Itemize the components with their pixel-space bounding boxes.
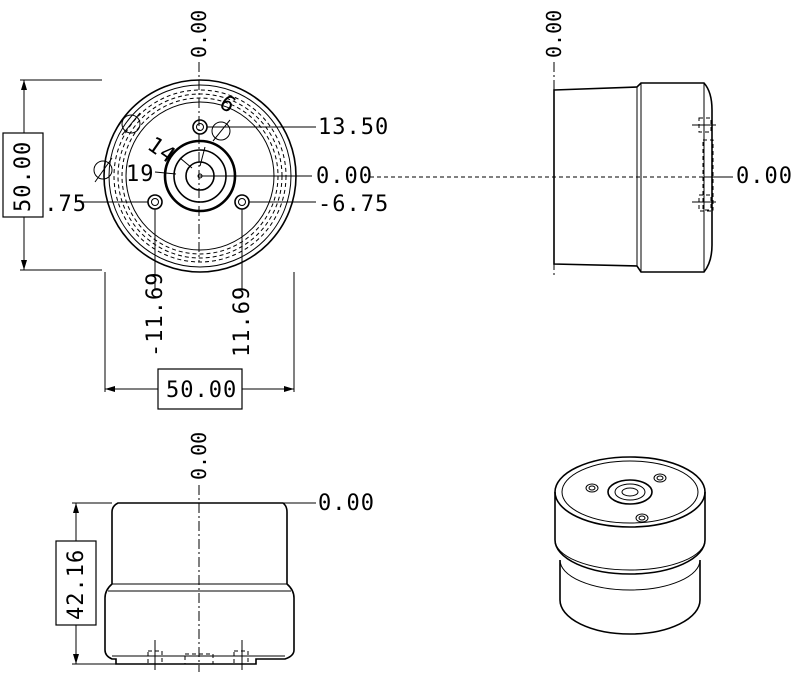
width-arrow-right xyxy=(284,386,294,392)
iso-hole-1-inner xyxy=(588,485,596,491)
diameter-19-leader xyxy=(154,171,177,175)
iso-hole-2 xyxy=(653,473,667,483)
diameter-19-label: 19 xyxy=(126,162,155,187)
ring-dashed-circle-2 xyxy=(117,93,283,259)
iso-hole-2-inner xyxy=(656,475,664,481)
diameter-symbol-19 xyxy=(93,160,113,180)
front-hidden-hub xyxy=(184,653,214,665)
height-arrow-bottom xyxy=(21,260,27,270)
diameter-symbol-6 xyxy=(211,121,231,141)
iso-hole-3 xyxy=(635,513,649,523)
top-view-vertical-center-label: 0.00 xyxy=(187,10,211,58)
iso-hole-3-inner xyxy=(638,515,646,521)
outer-ring-inner-circle xyxy=(108,84,292,268)
outer-ring-circle xyxy=(103,79,297,273)
hole-top-inner xyxy=(196,123,204,131)
isometric-view xyxy=(554,456,706,635)
hole-top xyxy=(192,119,208,135)
width-box-label: 50.00 xyxy=(166,378,237,403)
iso-lower-cylinder xyxy=(559,560,701,635)
front-height-arrow-bottom xyxy=(73,654,79,664)
front-view-body xyxy=(104,502,295,665)
height-arrow-top xyxy=(21,80,27,90)
hole-left xyxy=(147,194,163,210)
front-view: 0.00 0.00 42.16 xyxy=(55,432,375,672)
iso-hub-outer xyxy=(607,479,653,505)
side-view-vertical-center-label: 0.00 xyxy=(542,10,566,58)
iso-upper-rim xyxy=(554,539,706,571)
front-height-box xyxy=(55,540,97,626)
front-height-box-label: 42.16 xyxy=(64,549,89,620)
iso-upper-cylinder-sides xyxy=(554,492,706,575)
diameter-symbol-6-slash xyxy=(212,119,231,142)
iso-top-face-inner xyxy=(561,460,699,524)
hole-left-x-label: -11.69 xyxy=(143,272,168,357)
diameter-symbol-outer-slash xyxy=(121,112,141,136)
hole-right-label: -6.75 xyxy=(318,192,389,217)
diameter-symbol-outer xyxy=(121,114,141,134)
iso-hole-1 xyxy=(585,483,599,493)
diameter-small-label: 6 xyxy=(215,90,241,119)
front-view-vertical-center-label: 0.00 xyxy=(187,432,211,480)
hole-right xyxy=(234,194,250,210)
face-circle xyxy=(125,101,275,251)
hole-left-inner xyxy=(151,198,159,206)
hub-outer-circle xyxy=(163,139,237,213)
hub-middle-circle xyxy=(173,149,227,203)
hub-radius-leader xyxy=(199,146,206,167)
height-box xyxy=(2,132,44,218)
iso-hub-middle xyxy=(614,483,646,501)
iso-top-face xyxy=(554,456,706,528)
width-arrow-left xyxy=(105,386,115,392)
front-height-arrow-top xyxy=(73,503,79,513)
side-hidden-hole-bottom xyxy=(698,194,712,212)
hub-inner-circle xyxy=(185,161,215,191)
front-hidden-hole-right xyxy=(233,650,249,665)
front-view-top-label: 0.00 xyxy=(318,491,375,516)
top-view: 0.00 0.00 13.50 6.75 -6.75 xyxy=(2,10,730,410)
width-box xyxy=(157,368,243,410)
height-box-label: 50.00 xyxy=(11,141,36,212)
hole-right-x-label: 11.69 xyxy=(230,286,255,357)
ring-dashed-circle-3 xyxy=(121,97,279,255)
hole-top-label: 13.50 xyxy=(318,115,389,140)
hub-center-dot xyxy=(197,173,203,179)
ring-dashed-circle-1 xyxy=(113,89,287,263)
hole-right-inner xyxy=(238,198,246,206)
side-view-horizontal-center-label: 0.00 xyxy=(736,164,793,189)
iso-lower-rim xyxy=(559,559,701,591)
diameter-symbol-19-slash xyxy=(94,157,113,183)
top-view-horizontal-center-label: 0.00 xyxy=(316,164,373,189)
side-hidden-center xyxy=(702,139,714,211)
iso-hub-inner xyxy=(621,487,639,497)
side-view: 0.00 0.00 xyxy=(542,10,793,275)
diameter-14-leader xyxy=(179,157,193,169)
